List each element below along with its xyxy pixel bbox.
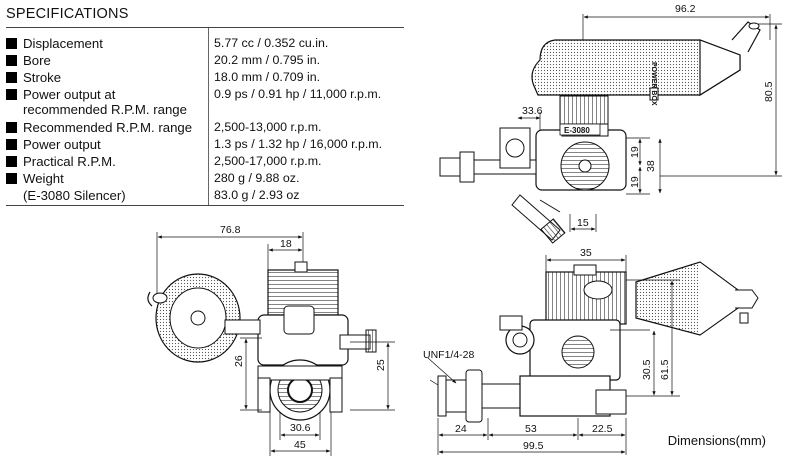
dim-label: 80.5 (763, 81, 775, 102)
dim-label: 30.5 (641, 359, 653, 380)
spec-value: 0.9 ps / 0.91 hp / 11,000 r.p.m. (214, 87, 382, 101)
top-view-drawing (439, 14, 782, 244)
spec-label: Practical R.P.M. (23, 154, 116, 169)
spec-label: Displacement (23, 36, 103, 51)
spec-value: 280 g / 9.88 oz. (214, 171, 300, 185)
dim-label: 26 (233, 355, 245, 367)
spec-label: (E-3080 Silencer) (23, 188, 126, 203)
dim-label: 53 (525, 423, 537, 435)
dim-label: 99.5 (523, 440, 544, 452)
dim-label: 19 (629, 176, 641, 188)
dim-label: 45 (294, 439, 306, 451)
spec-label: Stroke (23, 70, 62, 85)
spec-value: 5.77 cc / 0.352 cu.in. (214, 36, 329, 50)
bullet-square-icon (6, 122, 17, 133)
dim-label: 61.5 (659, 359, 671, 380)
dim-label: 35 (580, 247, 592, 259)
dim-label: 19 (629, 146, 641, 158)
dim-label: 76.8 (220, 224, 241, 236)
divider (6, 27, 404, 28)
bullet-square-icon (6, 139, 17, 150)
spec-value: 2,500-13,000 r.p.m. (214, 120, 322, 134)
bullet-square-icon (6, 55, 17, 66)
front-view-drawing (427, 255, 759, 455)
units-caption: Dimensions(mm) (667, 433, 766, 448)
dim-label: 18 (280, 238, 292, 250)
bullet-square-icon (6, 89, 17, 100)
spec-value: 20.2 mm / 0.795 in. (214, 53, 321, 67)
dim-label: 24 (455, 423, 467, 435)
side-view-drawing (147, 232, 395, 456)
dim-label: 15 (577, 217, 589, 229)
spec-label: recommended R.P.M. range (23, 102, 187, 117)
dim-label: 33.6 (522, 105, 543, 117)
spec-value: 83.0 g / 2.93 oz (214, 188, 300, 202)
spec-value: 2,500-17,000 r.p.m. (214, 154, 322, 168)
dim-label: 30.6 (290, 422, 311, 434)
bullet-square-icon (6, 72, 17, 83)
silencer-tag: E-3080 (564, 126, 590, 135)
bullet-square-icon (6, 173, 17, 184)
dim-label: 96.2 (675, 3, 696, 15)
bullet-square-icon (6, 156, 17, 167)
thread-label: UNF1/4-28 (423, 349, 475, 361)
spec-label: Power output at (23, 87, 116, 102)
dim-label: 22.5 (592, 423, 613, 435)
dim-label: 38 (645, 160, 657, 172)
divider (6, 205, 404, 206)
dim-label: 25 (375, 359, 387, 371)
bullet-square-icon (6, 38, 17, 49)
spec-label: Bore (23, 53, 51, 68)
divider (208, 28, 209, 205)
spec-value: 18.0 mm / 0.709 in. (214, 70, 321, 84)
spec-label: Weight (23, 171, 64, 186)
spec-label: Recommended R.P.M. range (23, 120, 193, 135)
brand-text: POWER BOX (650, 62, 657, 106)
spec-label: Power output (23, 137, 101, 152)
spec-value: 1.3 ps / 1.32 hp / 16,000 r.p.m. (214, 137, 383, 151)
spec-title: SPECIFICATIONS (6, 6, 129, 22)
